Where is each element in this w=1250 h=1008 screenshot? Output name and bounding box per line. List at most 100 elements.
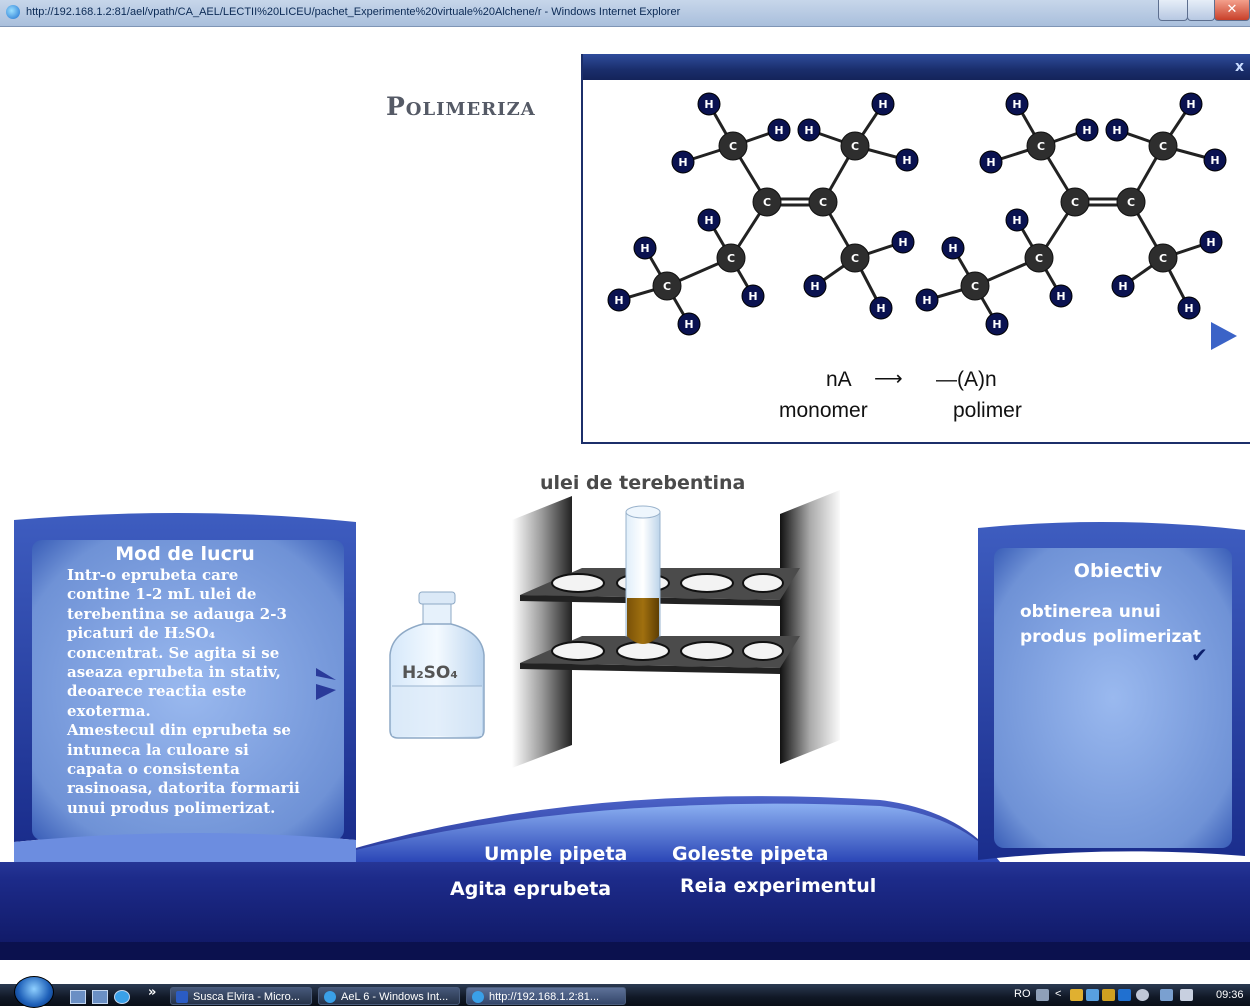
hydrogen-label: H — [1112, 124, 1121, 137]
control-arch — [310, 803, 1000, 862]
tray-display-icon[interactable] — [1160, 989, 1173, 1001]
hydrogen-label: H — [640, 242, 649, 255]
hydrogen-atom — [767, 118, 791, 142]
hydrogen-label: H — [1056, 290, 1065, 303]
hydrogen-atom — [697, 208, 721, 232]
fill-pipette-button[interactable]: Umple pipeta — [484, 843, 628, 865]
carbon-label: C — [763, 196, 771, 209]
language-indicator[interactable]: RO — [1014, 988, 1031, 1000]
taskbar-item-ael[interactable]: AeL 6 - Windows Int... — [318, 987, 460, 1005]
rack-bottom-holes — [551, 641, 784, 661]
hydrogen-atom — [1179, 92, 1203, 116]
monomer-label: monomer — [779, 399, 868, 422]
popup-close-icon[interactable]: x — [1234, 59, 1244, 75]
hydrogen-atom — [1203, 148, 1227, 172]
carbon-atom — [808, 187, 838, 217]
hydrogen-atom — [803, 274, 827, 298]
hydrogen-label: H — [986, 156, 995, 169]
tray-network-icon[interactable] — [1086, 989, 1099, 1001]
mod-panel-base — [14, 832, 356, 862]
tray-media-icon[interactable] — [1118, 989, 1131, 1001]
carbon-atom — [1116, 187, 1146, 217]
popup-titlebar: x — [583, 54, 1250, 80]
ie-quicklaunch-icon[interactable] — [114, 990, 130, 1004]
empty-pipette-button[interactable]: Goleste pipeta — [672, 843, 829, 865]
carbon-label: C — [1035, 252, 1043, 265]
hydrogen-atom — [1111, 274, 1135, 298]
hydrogen-label: H — [810, 280, 819, 293]
keyboard-icon[interactable] — [1036, 989, 1049, 1001]
window-titlebar: http://192.168.1.2:81/ael/vpath/CA_AEL/L… — [0, 0, 1250, 27]
carbon-atom — [716, 243, 746, 273]
hydrogen-label: H — [992, 318, 1001, 331]
tray-chevron-icon[interactable]: < — [1055, 988, 1062, 1000]
hydrogen-atom — [869, 296, 893, 320]
hydrogen-atom — [677, 312, 701, 336]
hydrogen-label: H — [878, 98, 887, 111]
lab-scene — [0, 490, 1250, 960]
hydrogen-atom — [915, 288, 939, 312]
carbon-atom — [1148, 131, 1178, 161]
test-tube[interactable] — [625, 505, 661, 644]
acid-bottle-label: H₂SO₄ — [402, 663, 458, 683]
carbon-label: C — [663, 280, 671, 293]
hydrogen-atom — [1005, 208, 1029, 232]
hydrogen-label: H — [774, 124, 783, 137]
next-arrow-icon[interactable] — [1211, 322, 1237, 350]
hydrogen-atom — [797, 118, 821, 142]
mod-de-lucru-text: Intr-o eprubeta care contine 1-2 mL ulei… — [67, 566, 300, 817]
shake-tube-button[interactable]: Agita eprubeta — [450, 878, 612, 900]
hydrogen-label: H — [898, 236, 907, 249]
hydrogen-atom — [871, 92, 895, 116]
rack-left-post — [512, 496, 572, 768]
hydrogen-label: H — [1012, 214, 1021, 227]
hydrogen-atom — [741, 284, 765, 308]
taskbar-item-label: http://192.168.1.2:81... — [489, 991, 600, 1003]
carbon-atom — [840, 131, 870, 161]
tray-app-icon[interactable] — [1070, 989, 1083, 1001]
reset-experiment-button[interactable]: Reia experimentul — [680, 875, 877, 897]
show-desktop-icon[interactable] — [70, 990, 86, 1004]
mod-panel-page — [32, 540, 344, 840]
taskbar-item-browser[interactable]: http://192.168.1.2:81... — [466, 987, 626, 1005]
taskbar-item-word[interactable]: Susca Elvira - Micro... — [170, 987, 312, 1005]
hydrogen-label: H — [704, 214, 713, 227]
reaction-arrow-icon: ⟶ — [874, 368, 903, 390]
taskbar: » Susca Elvira - Micro... AeL 6 - Window… — [0, 976, 1250, 1008]
taskbar-item-label: Susca Elvira - Micro... — [193, 991, 300, 1003]
page-up-icon[interactable] — [316, 668, 336, 680]
ie-icon — [6, 5, 20, 19]
carbon-atom — [752, 187, 782, 217]
ie-icon — [472, 991, 484, 1003]
carbon-atom — [1024, 243, 1054, 273]
tray-tool-icon[interactable] — [1102, 989, 1115, 1001]
acid-bottle[interactable] — [389, 591, 485, 739]
hydrogen-label: H — [1012, 98, 1021, 111]
carbon-label: C — [1071, 196, 1079, 209]
carbon-label: C — [1037, 140, 1045, 153]
tray-status-icon[interactable] — [1136, 989, 1149, 1001]
start-button[interactable] — [14, 976, 54, 1008]
hydrogen-label: H — [1210, 154, 1219, 167]
carbon-label: C — [851, 252, 859, 265]
hydrogen-atom — [1199, 230, 1223, 254]
rack-bottom-shelf-edge — [520, 663, 780, 674]
obj-panel-page — [994, 548, 1232, 848]
carbon-atom — [718, 131, 748, 161]
polymer-label: polimer — [953, 399, 1022, 422]
hydrogen-atom — [1177, 296, 1201, 320]
page-down-icon[interactable] — [316, 684, 336, 700]
test-tube-oil — [627, 598, 659, 644]
speaker-icon[interactable] — [1180, 989, 1193, 1001]
carbon-label: C — [727, 252, 735, 265]
switch-windows-icon[interactable] — [92, 990, 108, 1004]
mod-de-lucru-title: Mod de lucru — [115, 543, 255, 565]
hydrogen-label: H — [902, 154, 911, 167]
more-icon[interactable]: » — [148, 985, 157, 1000]
hydrogen-label: H — [922, 294, 931, 307]
hydrogen-label: H — [1206, 236, 1215, 249]
